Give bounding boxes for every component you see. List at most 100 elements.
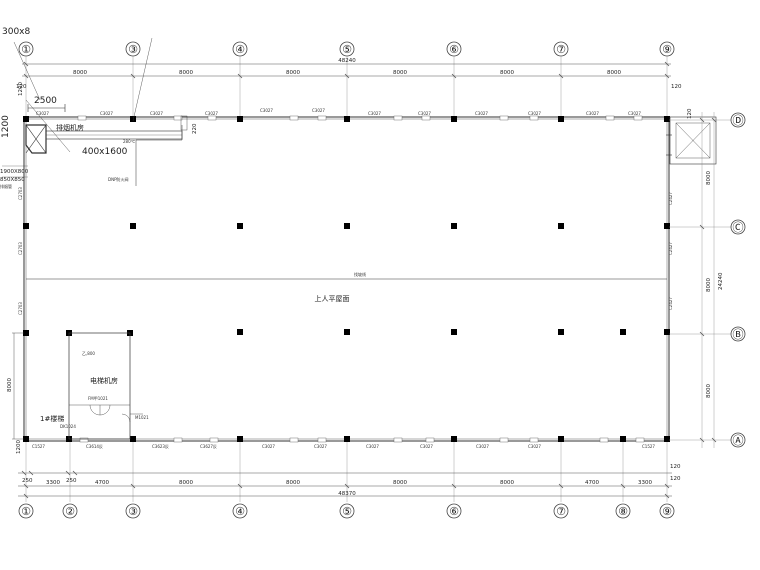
right-grid-axes: Ⓓ Ⓒ Ⓑ Ⓐ <box>669 112 746 448</box>
row-axis-label: Ⓒ <box>733 221 744 234</box>
duct-size-label: 400x1600 <box>82 147 128 157</box>
top-dim: 8000 <box>179 70 193 76</box>
bottom-dim: 4700 <box>95 480 109 486</box>
top-axis-label: ⑨ <box>662 43 672 56</box>
bottom-axis-label: ① <box>21 505 31 518</box>
window-tag: C3027 <box>476 444 489 449</box>
window-tag: C1527 <box>642 444 655 449</box>
building-outline <box>23 116 670 442</box>
bottom-dim: 8000 <box>393 480 407 486</box>
bottom-dim: 250 <box>66 478 77 484</box>
window-tag: C3027 <box>420 444 433 449</box>
roof-label: 上人平屋面 <box>315 294 350 303</box>
bottom-axis-label: ⑧ <box>618 505 628 518</box>
window-tag: C3027 <box>418 111 431 116</box>
row-axis-label: Ⓓ <box>733 114 744 127</box>
top-dim: 8000 <box>73 70 87 76</box>
top-axis-label: ① <box>21 43 31 56</box>
window-tag: C3027 <box>368 111 381 116</box>
bottom-grid-axes: ① ② ③ ④ ⑤ ⑥ ⑦ ⑧ ⑨ <box>18 503 675 519</box>
window-tag: C3027 <box>586 111 599 116</box>
stair-tag: DK1024 <box>60 424 76 429</box>
bottom-dim: 8000 <box>500 480 514 486</box>
window-tag: C3027 <box>262 444 275 449</box>
bottom-axis-label: ⑦ <box>556 505 566 518</box>
top-partial-label: 300x8 <box>2 27 31 37</box>
door-tag: M1021 <box>135 415 149 420</box>
bottom-axis-label: ③ <box>128 505 138 518</box>
bottom-dim: 8000 <box>179 480 193 486</box>
row-axis-label: Ⓐ <box>733 434 744 447</box>
window-tag: C3027 <box>475 111 488 116</box>
window-tag: C3027 <box>628 111 641 116</box>
top-dim: 8000 <box>607 70 621 76</box>
vent-label: 排烟管 <box>0 183 12 189</box>
slope-label: 找坡线 <box>354 271 366 277</box>
fire-damper-label: DNP防火阀 <box>108 176 128 182</box>
left-dim: 8000 <box>7 378 13 392</box>
small-dim: 120 <box>670 464 681 470</box>
window-tag: C1527 <box>32 444 45 449</box>
top-axis-label: ⑤ <box>342 43 352 56</box>
window-tag: C3027 <box>314 444 327 449</box>
elevator-room-tag: 乙,800 <box>82 350 95 356</box>
row-axis-label: Ⓑ <box>733 328 744 341</box>
bottom-dim: 3300 <box>638 480 652 486</box>
bottom-dim: 4700 <box>585 480 599 486</box>
dim-1200: 1200 <box>1 115 11 138</box>
bottom-dim: 250 <box>22 478 33 484</box>
window-tag: C3623反 <box>152 443 169 449</box>
top-dim: 8000 <box>393 70 407 76</box>
vent-size-2: 850X850 <box>0 177 25 183</box>
bottom-axis-label: ⑤ <box>342 505 352 518</box>
top-dim: 8000 <box>500 70 514 76</box>
left-dim: 1200 <box>16 440 22 454</box>
window-tag: C3627反 <box>200 443 217 449</box>
top-right-shaft <box>666 116 717 165</box>
dim-2500: 2500 <box>34 96 57 106</box>
window-tag: C2427 <box>668 297 673 310</box>
right-dim: 8000 <box>706 278 712 292</box>
window-tag: C3027 <box>260 108 273 113</box>
top-dimension-chain <box>22 61 671 79</box>
top-axis-label: ⑥ <box>449 43 459 56</box>
window-tag: C3027 <box>36 111 49 116</box>
vent-size-1: 1900X800 <box>0 169 29 175</box>
bottom-total-dim: 48370 <box>338 491 356 497</box>
right-dim: 8000 <box>706 171 712 185</box>
stair-label: 1#楼梯 <box>40 414 64 423</box>
bottom-axis-label: ⑥ <box>449 505 459 518</box>
small-dim: 120 <box>671 84 682 90</box>
window-tag: C3027 <box>528 444 541 449</box>
smoke-room-label: 排烟机房 <box>56 123 84 132</box>
door-tag: FM甲1021 <box>88 396 108 401</box>
top-axis-label: ③ <box>128 43 138 56</box>
small-dim: 120 <box>16 84 27 90</box>
right-dim: 8000 <box>706 384 712 398</box>
top-axis-label: ④ <box>235 43 245 56</box>
elevator-room-label: 电梯机房 <box>90 376 118 385</box>
window-tag: C2427 <box>668 242 673 255</box>
bottom-dim: 3300 <box>46 480 60 486</box>
top-dim: 8000 <box>286 70 300 76</box>
small-dim: 120 <box>687 108 693 119</box>
elevator-machine-room <box>12 332 143 440</box>
window-tag: C2427 <box>668 192 673 205</box>
top-total-dim: 48240 <box>338 58 356 64</box>
window-tag: C3614反 <box>86 443 103 449</box>
top-axis-label: ⑦ <box>556 43 566 56</box>
window-tag: C3027 <box>528 111 541 116</box>
duct-label: 280℃ <box>123 139 136 144</box>
window-marks <box>77 115 645 443</box>
window-tag: C3027 <box>205 111 218 116</box>
window-tag: C3027 <box>366 444 379 449</box>
bottom-axis-label: ⑨ <box>662 505 672 518</box>
window-tag: C2703 <box>18 302 23 315</box>
window-tag: C3027 <box>312 108 325 113</box>
window-tag: C3027 <box>150 111 163 116</box>
top-grid-axes: ① ③ ④ ⑤ ⑥ ⑦ ⑨ <box>18 41 675 57</box>
structural-columns <box>23 116 670 442</box>
window-tag: C3027 <box>100 111 113 116</box>
bottom-dim: 8000 <box>286 480 300 486</box>
